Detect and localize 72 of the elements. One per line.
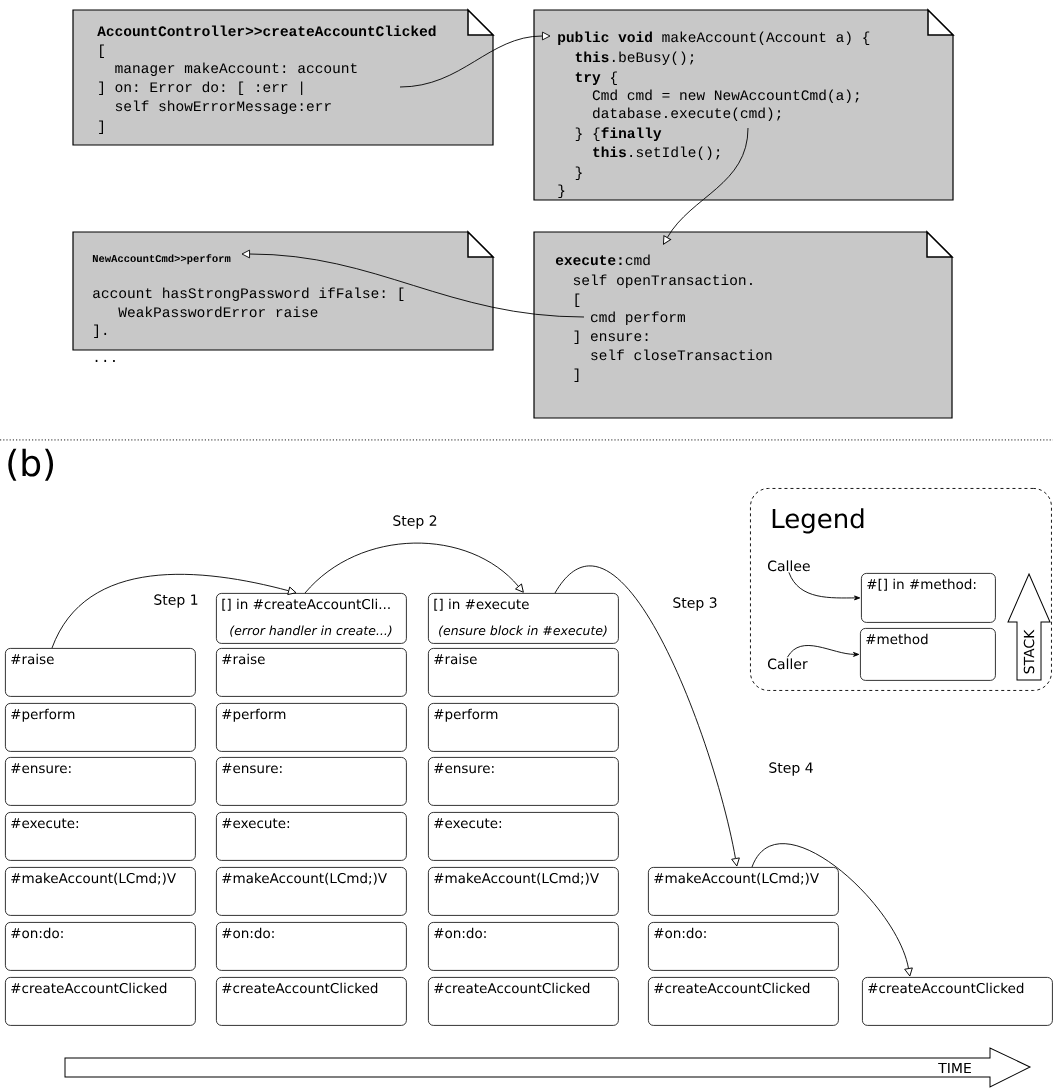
code-line: ] (574, 368, 579, 382)
arrow (663, 127, 749, 245)
stack-frame-box: #on:do: (648, 922, 839, 971)
stack-frame-box: #makeAccount(LCmd;)V (428, 867, 619, 916)
code-line: ]. (94, 324, 107, 338)
stack-frame-box: #raise (428, 648, 619, 697)
edge-label: Step 3 (671, 596, 719, 612)
code-line: self openTransaction. (573, 274, 752, 288)
stack-frame-box: #on:do: (428, 922, 619, 971)
code-line: AccountController>>createAccountClicked (97, 25, 436, 37)
stack-frame-box: #raise (5, 648, 196, 697)
arrow (399, 31, 551, 88)
code-line: this.beBusy(); (575, 51, 694, 65)
code-line: Cmd cmd = new NewAccountCmd(a); (592, 89, 859, 103)
stack-frame-box: #perform (428, 703, 619, 752)
code-line: cmd perform (590, 311, 685, 325)
edge-label: Step 2 (391, 514, 439, 530)
code-line: } {finally (575, 127, 662, 141)
panel-label: (b) (8, 448, 54, 481)
legend-text: Callee (768, 560, 810, 572)
code-line: this.setIdle(); (593, 146, 720, 160)
code-line: try { (575, 71, 617, 85)
stack-frame-box: #makeAccount(LCmd;)V (216, 867, 407, 916)
arrow (304, 542, 524, 594)
code-line: self closeTransaction (591, 349, 772, 361)
stack-frame-box: #createAccountClicked (862, 977, 1053, 1026)
stack-frame-box: #perform (216, 703, 407, 752)
stack-frame-box: #createAccountClicked (216, 977, 407, 1026)
arrow (554, 565, 740, 867)
stack-frame-box: #execute: (5, 812, 196, 861)
edge-label: Step 4 (767, 761, 815, 777)
stack-frame-box: #makeAccount(LCmd;)V (5, 867, 196, 916)
edge-label: Step 1 (152, 593, 200, 609)
code-line: ] (99, 120, 103, 134)
arrow (751, 843, 913, 977)
stack-frame-box: #createAccountClicked (5, 977, 196, 1026)
code-line: execute:cmd (555, 254, 650, 266)
stack-frame-box: #ensure: (5, 757, 196, 806)
stack-frame-box: #on:do: (216, 922, 407, 971)
stack-frame-box: [] in #execute (ensure block in #execute) (428, 593, 619, 644)
stack-frame-box: [] in #createAccountCli... (error handler in create...) (216, 593, 407, 644)
stack-frame-box: #method (860, 628, 996, 681)
arrow (51, 573, 297, 649)
stack-frame-box: #raise (216, 648, 407, 697)
code-line: NewAccountCmd>>perform (92, 254, 231, 265)
code-line: manager makeAccount: account (115, 62, 357, 76)
stack-frame-box: #execute: (428, 812, 619, 861)
stack-frame-box: #createAccountClicked (428, 977, 619, 1026)
code-line: database.execute(cmd); (593, 107, 781, 121)
arrow (241, 249, 585, 318)
code-line: [ (575, 293, 580, 307)
stack-frame-box: #makeAccount(LCmd;)V (648, 867, 839, 916)
ellipsis-text: ... (95, 359, 115, 362)
stack-frame-box: #ensure: (216, 757, 407, 806)
stack-frame-box: #ensure: (428, 757, 619, 806)
arrow (788, 571, 861, 601)
stack-frame-box: #on:do: (5, 922, 196, 971)
stack-frame-box: #createAccountClicked (648, 977, 839, 1026)
code-line: } (575, 166, 582, 180)
code-line: ] ensure: (574, 330, 648, 344)
code-line: WeakPasswordError raise (118, 306, 318, 318)
stack-frame-box: #perform (5, 703, 196, 752)
code-line: public void makeAccount(Account a) { (558, 31, 870, 45)
code-line: ] on: Error do: [ :err | (99, 81, 303, 95)
code-line: } (558, 184, 565, 198)
stack-frame-box: #execute: (216, 812, 407, 861)
legend-text: Caller (768, 658, 808, 670)
code-line: [ (100, 44, 104, 58)
arrow (787, 645, 860, 658)
code-line: self showErrorMessage:err (115, 100, 331, 114)
stack-frame-box: #[] in #method: (861, 573, 996, 623)
code-line: account hasStrongPassword ifFalse: [ (93, 287, 404, 301)
